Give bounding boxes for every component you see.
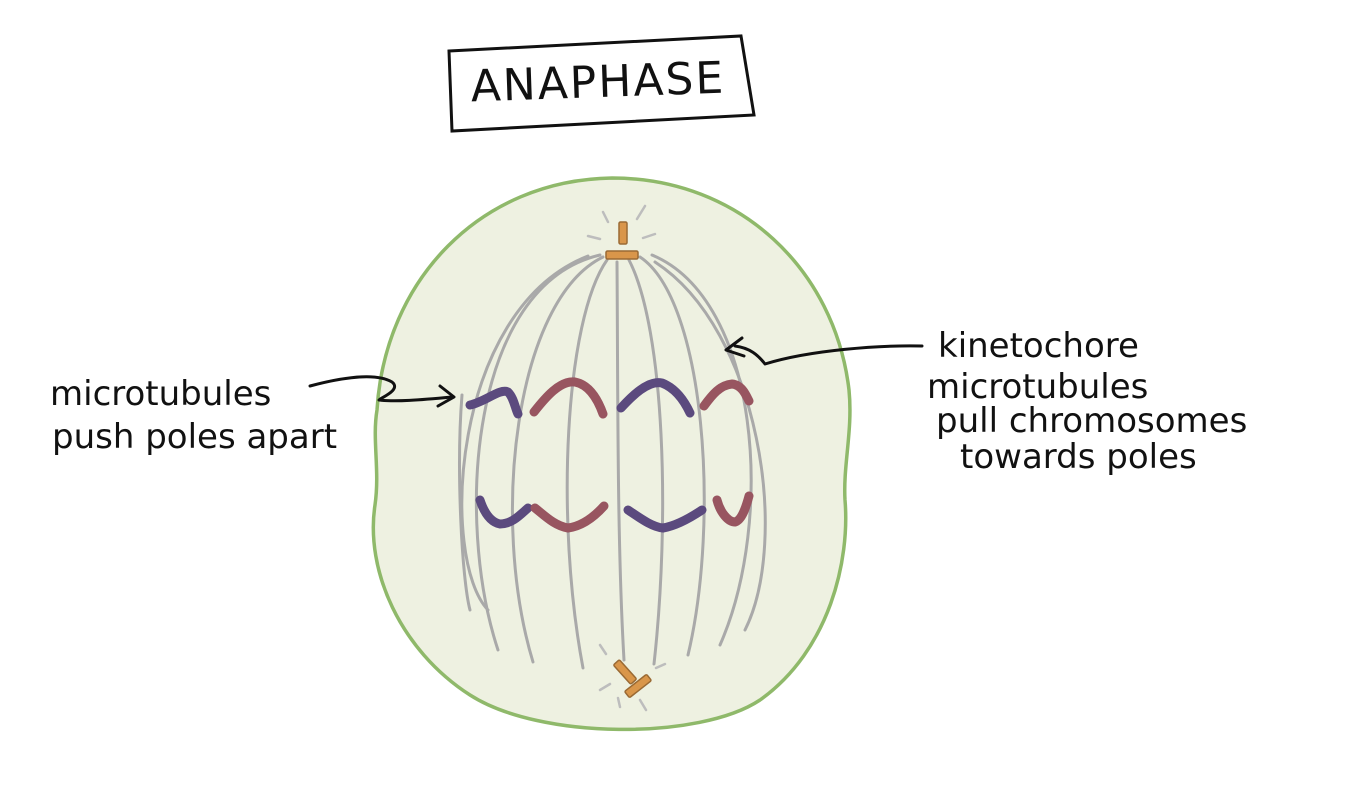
polar-microtubule	[638, 255, 706, 657]
chromosome	[529, 377, 608, 419]
arrow-left-head	[436, 384, 456, 408]
chromosome	[530, 501, 609, 533]
label-right: kinetochore microtubules pull chromosome…	[724, 326, 1247, 477]
chromosome	[465, 386, 523, 419]
chromosomes-lower	[475, 491, 754, 533]
label-left: microtubules push poles apart	[50, 374, 456, 457]
aster-ray	[641, 232, 657, 240]
centriole	[613, 659, 637, 685]
aster-ray	[638, 698, 648, 712]
centriole	[605, 250, 639, 260]
title-text: ANAPHASE	[470, 53, 726, 113]
aster-ray	[598, 682, 612, 692]
centrosome-bottom	[598, 643, 667, 712]
label-right-line4: towards poles	[960, 437, 1197, 477]
polar-microtubule	[460, 254, 590, 612]
label-left-line1: microtubules	[50, 374, 271, 414]
chromosome	[616, 378, 695, 418]
chromosome	[475, 495, 533, 529]
polar-microtubule	[510, 255, 605, 664]
cell-membrane	[371, 176, 852, 732]
polar-microtubule	[615, 260, 626, 662]
arrow-right-head	[724, 336, 746, 358]
title-frame	[447, 34, 756, 133]
chromosome	[712, 491, 754, 527]
polar-microtubule	[474, 253, 602, 652]
aster-ray	[598, 643, 608, 656]
title-box: ANAPHASE	[447, 34, 756, 133]
aster-ray	[654, 662, 667, 670]
polar-microtubule	[627, 258, 665, 666]
aster-ray	[635, 204, 647, 221]
chromosome	[699, 379, 754, 411]
label-right-line1: kinetochore	[938, 326, 1139, 366]
aster-ray	[616, 696, 622, 709]
spindle-fibers	[458, 253, 767, 670]
centriole	[624, 674, 652, 698]
polar-microtubule	[650, 253, 753, 647]
centriole	[618, 221, 628, 245]
chromosome	[623, 505, 707, 533]
arrow-left	[308, 375, 454, 403]
label-left-line2: push poles apart	[52, 417, 337, 457]
arrow-right	[733, 344, 924, 366]
polar-microtubule	[458, 393, 472, 612]
aster-ray	[601, 210, 610, 224]
label-right-line2: microtubules	[927, 367, 1148, 407]
chromosomes-upper	[465, 377, 754, 419]
polar-microtubule	[565, 258, 609, 670]
polar-microtubule	[653, 260, 767, 632]
aster-ray	[586, 234, 602, 241]
centrosome-top	[586, 204, 657, 260]
label-right-line3: pull chromosomes	[936, 401, 1247, 441]
